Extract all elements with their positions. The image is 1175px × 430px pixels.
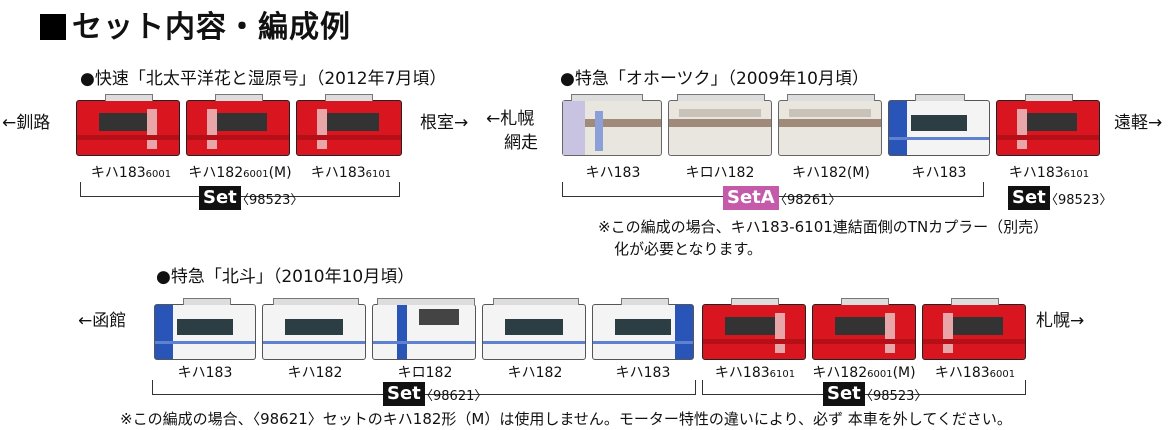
section2-note: ※この編成の場合、キハ183-6101連結面側のTNカプラー（別売） xyxy=(598,218,1049,236)
car-label: キハ1836101 xyxy=(714,365,796,381)
section2-note-2: 化が必要となります。 xyxy=(614,240,763,258)
train-car-white xyxy=(888,94,990,156)
train-car-white xyxy=(482,298,586,360)
car-label: キロ182 xyxy=(397,365,453,381)
set-number: 〈98523〉 xyxy=(860,389,928,404)
car-label: キハ1836101 xyxy=(310,165,392,181)
train-car-red xyxy=(996,94,1100,156)
page-title: セット内容・編成例 xyxy=(40,2,351,46)
section1-left-direction: ←釧路 xyxy=(2,113,51,133)
section2-left-direction-2: 網走 xyxy=(504,133,538,153)
car-label: キハ183 xyxy=(911,165,967,181)
section3-left-direction: ←函館 xyxy=(78,311,127,331)
square-bullet-icon xyxy=(40,14,66,40)
set-number: 〈98621〉 xyxy=(420,389,488,404)
car-label: キハ1826001(M) xyxy=(188,165,292,181)
train-car-red xyxy=(296,94,402,156)
train-car-red xyxy=(186,94,290,156)
train-car-red xyxy=(702,298,806,360)
train-car-red xyxy=(76,94,180,156)
train-car-white xyxy=(592,298,694,360)
car-label: キハ1836001 xyxy=(90,165,172,181)
set-number: 〈98523〉 xyxy=(1045,193,1113,208)
section2-right-direction: 遠軽→ xyxy=(1114,113,1163,133)
set-badge: Set xyxy=(199,186,241,210)
car-label: キハ182(M) xyxy=(792,165,870,181)
train-car-red xyxy=(922,298,1026,360)
set-number: 〈98261〉 xyxy=(774,193,842,208)
section3-heading: ●特急「北斗」（2010年10月頃） xyxy=(156,267,415,287)
car-label: キハ183 xyxy=(177,365,233,381)
train-car-beige xyxy=(778,94,882,156)
train-car-white xyxy=(262,298,366,360)
train-car-red xyxy=(812,298,916,360)
train-car-cab xyxy=(562,94,662,156)
car-label: キハ182 xyxy=(287,365,343,381)
car-label: キロハ182 xyxy=(685,165,755,181)
set-number: 〈98523〉 xyxy=(236,193,304,208)
car-label: キハ1826001(M) xyxy=(812,365,916,381)
set-a-badge: SetA xyxy=(723,186,779,210)
car-label: キハ183 xyxy=(615,365,671,381)
car-label: キハ1836001 xyxy=(934,365,1016,381)
car-label: キハ1836101 xyxy=(1008,165,1090,181)
section1-heading: ●快速「北太平洋花と湿原号」（2012年7月頃） xyxy=(80,69,447,89)
set-badge: Set xyxy=(383,382,425,406)
car-label: キハ182 xyxy=(507,365,563,381)
set-badge: Set xyxy=(1008,186,1050,210)
section2-left-direction: ←札幌 xyxy=(486,109,535,129)
set-badge: Set xyxy=(823,382,865,406)
train-car-white xyxy=(372,298,476,360)
train-car-beige xyxy=(668,94,772,156)
section1-right-direction: 根室→ xyxy=(420,113,469,133)
section3-note: ※この編成の場合、〈98621〉セットのキハ182形（M）は使用しません。モータ… xyxy=(120,410,1012,428)
section2-heading: ●特急「オホーツク」（2009年10月頃） xyxy=(560,69,869,89)
section3-right-direction: 札幌→ xyxy=(1036,311,1085,331)
car-label: キハ183 xyxy=(585,165,641,181)
train-car-white xyxy=(154,298,256,360)
